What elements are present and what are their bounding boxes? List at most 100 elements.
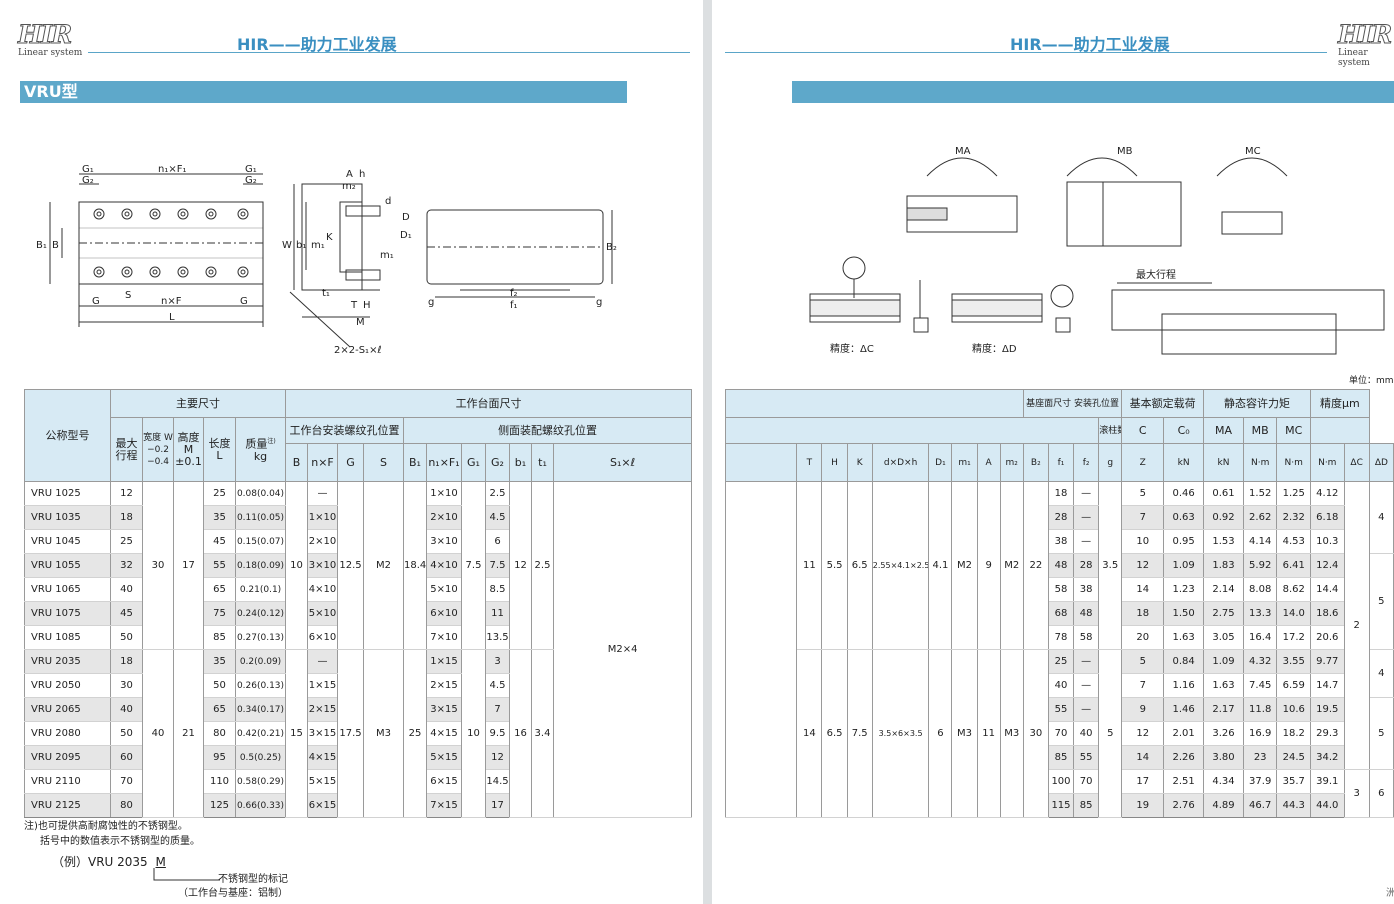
cell-mass: 0.34(0.17)	[235, 697, 286, 722]
cell-length: 75	[203, 601, 236, 626]
cell-n1f1: 6×10	[426, 601, 462, 626]
label-hh: H	[363, 300, 371, 311]
cell-c: 0.84	[1163, 649, 1205, 674]
cell-nf: 3×10	[307, 553, 338, 578]
cell-c: 1.50	[1163, 601, 1205, 626]
vru-dimension-drawing: n₁×F₁ G₁ G₂ G₁ G₂ B₁ B S G n×F G L A h m…	[36, 164, 617, 356]
cell-f1: 18	[1047, 481, 1075, 506]
col-head-blank	[724, 443, 798, 482]
mount-hole-inner	[124, 269, 130, 275]
label-g2-right: G₂	[245, 175, 257, 186]
label-n1f1: n₁×F₁	[158, 164, 187, 175]
cell-mc: 10.3	[1310, 529, 1345, 554]
col-head-7: G₂	[485, 443, 510, 482]
cell-d1: 4.1	[928, 481, 953, 650]
label-g-bottom-right: g	[596, 297, 602, 308]
cell-stroke: 25	[110, 529, 143, 554]
cell-m2: M3	[999, 649, 1024, 818]
cell-c0: 1.83	[1203, 553, 1244, 578]
right-col-head-19: ΔD	[1368, 443, 1394, 482]
cell-z: 12	[1121, 553, 1165, 578]
cell-model: VRU 1075	[24, 601, 111, 626]
hdr-main-dims: 主要尺寸	[110, 389, 286, 418]
cell-mb: 4.53	[1276, 529, 1312, 554]
cell-length: 80	[203, 721, 236, 746]
cell-model: VRU 1065	[24, 577, 111, 602]
cell-b1: 18.4	[403, 481, 427, 650]
cell-f2: —	[1073, 673, 1100, 698]
right-col-head-17: N·m	[1310, 443, 1345, 482]
cell-mass: 0.27(0.13)	[235, 625, 286, 650]
mount-hole-inner	[180, 269, 186, 275]
cell-ddh: 3.5×6×3.5	[871, 649, 930, 818]
cell-nf: 5×15	[307, 769, 338, 794]
cell-nf: 6×15	[307, 793, 338, 818]
cell-nf: —	[307, 649, 338, 674]
col-width: 宽度 W−0.2 −0.4	[142, 417, 174, 482]
corner-glyph: 洲	[1386, 888, 1394, 899]
cell-f2: 58	[1073, 625, 1100, 650]
cell-m2: M2	[999, 481, 1024, 650]
header-rule-right	[725, 52, 1327, 53]
cell-mb: 6.41	[1276, 553, 1312, 578]
cell-z: 12	[1121, 721, 1165, 746]
col-stroke: 最大行程	[110, 417, 143, 482]
label-s: S	[125, 290, 131, 301]
label-l: L	[169, 312, 175, 323]
cell-dd: 6	[1368, 769, 1394, 818]
right-col-head-0: T	[796, 443, 823, 482]
cell-nf: —	[307, 481, 338, 506]
cell-mc: 14.7	[1310, 673, 1345, 698]
cell-b: 10	[285, 481, 308, 650]
mount-hole-inner	[96, 211, 102, 217]
cell-model: VRU 2035	[24, 649, 111, 674]
slogan: HIR——助力工业发展	[237, 35, 397, 54]
hir-logo: HIR Linear system	[17, 21, 83, 58]
vru-spec-table-right: 基座面尺寸 安装孔位置 基本额定载荷 静态容许力矩 精度µm 滚柱数量CC₀MA…	[724, 389, 1394, 818]
cell-g1: 7.5	[461, 481, 486, 650]
cell-mass: 0.58(0.29)	[235, 769, 286, 794]
cell-dd: 4	[1368, 481, 1394, 554]
cell-length: 45	[203, 529, 236, 554]
logo-subtitle: Linear system	[18, 48, 83, 58]
col-head-2: G	[337, 443, 364, 482]
cell-ma: 8.08	[1242, 577, 1278, 602]
cell-f1: 70	[1047, 721, 1075, 746]
cell-c0: 3.05	[1203, 625, 1244, 650]
cell-length: 35	[203, 649, 236, 674]
col-head-0: B	[285, 443, 308, 482]
right-col-head-16: N·m	[1276, 443, 1312, 482]
cell-c: 0.95	[1163, 529, 1205, 554]
cell-g2: 14.5	[485, 769, 510, 794]
cell-mass: 0.26(0.13)	[235, 673, 286, 698]
cell-f1: 40	[1047, 673, 1075, 698]
label-d: d	[385, 196, 391, 207]
cell-c0: 2.75	[1203, 601, 1244, 626]
cell-f1: 68	[1047, 601, 1075, 626]
col-head-5: n₁×F₁	[426, 443, 462, 482]
cell-n1f1: 7×10	[426, 625, 462, 650]
cell-ma: 16.9	[1242, 721, 1278, 746]
cell-ma: 37.9	[1242, 769, 1278, 794]
cell-nf: 5×10	[307, 601, 338, 626]
cell-n1f1: 1×15	[426, 649, 462, 674]
label-t: T	[350, 300, 358, 311]
cell-f2: —	[1073, 481, 1100, 506]
cell-c: 0.63	[1163, 505, 1205, 530]
cell-ma: 4.14	[1242, 529, 1278, 554]
right-col-head-6: A	[976, 443, 1001, 482]
hdr-precision: 精度µm	[1310, 389, 1370, 418]
label-b1-side: b₁	[296, 240, 306, 251]
cell-mb: 3.55	[1276, 649, 1312, 674]
note-line-1: 注)也可提供高耐腐蚀性的不锈钢型。	[24, 821, 188, 832]
cell-ma: 1.52	[1242, 481, 1278, 506]
cell-ma: 5.92	[1242, 553, 1278, 578]
cell-z: 20	[1121, 625, 1165, 650]
